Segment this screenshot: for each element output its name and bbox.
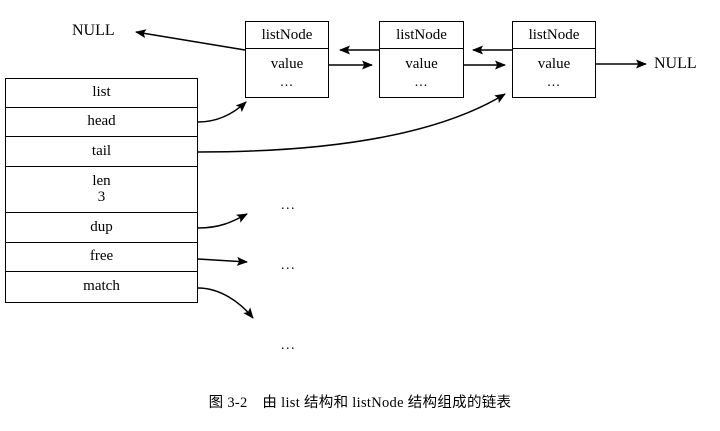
- listnode-title-2: listNode: [380, 22, 463, 49]
- null-label-left: NULL: [72, 22, 115, 39]
- listnode-box-2: listNode value ...: [379, 21, 464, 98]
- list-struct-row-list: list: [6, 79, 197, 108]
- null-label-right: NULL: [654, 55, 697, 72]
- list-struct-label-tail: tail: [91, 142, 112, 159]
- list-struct-label-free: free: [89, 248, 114, 265]
- figure-caption: 图 3-2 由 list 结构和 listNode 结构组成的链表: [208, 395, 512, 411]
- listnode-title-1: listNode: [246, 22, 328, 49]
- list-struct-row-len: len 3: [6, 167, 197, 213]
- listnode-body-3: value ...: [513, 49, 595, 97]
- callback-target-ellipsis-2: ...: [281, 258, 296, 273]
- list-struct-label-list: list: [92, 84, 111, 101]
- listnode-box-1: listNode value ...: [245, 21, 329, 98]
- listnode-field-3: value: [537, 55, 571, 72]
- edge-tail-to-node3: [197, 93, 506, 153]
- callback-target-ellipsis-1: ...: [281, 198, 296, 213]
- callback-target-ellipsis-3: ...: [281, 338, 296, 353]
- list-struct-label-dup: dup: [90, 218, 113, 235]
- list-struct-row-match: match: [6, 272, 197, 301]
- edge-dup-to-function: [197, 213, 248, 229]
- list-struct-box: list head tail len 3 dup free match: [5, 78, 198, 303]
- list-struct-label-match: match: [83, 277, 120, 294]
- listnode-field-1: value: [270, 55, 304, 72]
- list-struct-row-dup: dup: [6, 213, 197, 243]
- list-struct-row-tail: tail: [6, 137, 197, 167]
- listnode-body-2: value ...: [380, 49, 463, 97]
- listnode-body-1: value ...: [246, 49, 328, 97]
- edge-node1-prev-to-null: [135, 29, 246, 51]
- edge-match-to-function: [197, 287, 254, 319]
- listnode-more-1: ...: [280, 74, 294, 90]
- listnode-title-3: listNode: [513, 22, 595, 49]
- list-struct-label-len: len: [92, 172, 111, 189]
- list-struct-row-head: head: [6, 108, 197, 137]
- listnode-box-3: listNode value ...: [512, 21, 596, 98]
- listnode-field-2: value: [405, 55, 438, 72]
- edge-free-to-function: [197, 256, 248, 266]
- list-struct-label-head: head: [87, 113, 116, 130]
- listnode-more-2: ...: [414, 74, 429, 90]
- listnode-more-3: ...: [547, 74, 561, 90]
- edge-head-to-node1: [197, 101, 247, 123]
- list-struct-row-free: free: [6, 243, 197, 272]
- list-struct-value-len: 3: [97, 188, 106, 205]
